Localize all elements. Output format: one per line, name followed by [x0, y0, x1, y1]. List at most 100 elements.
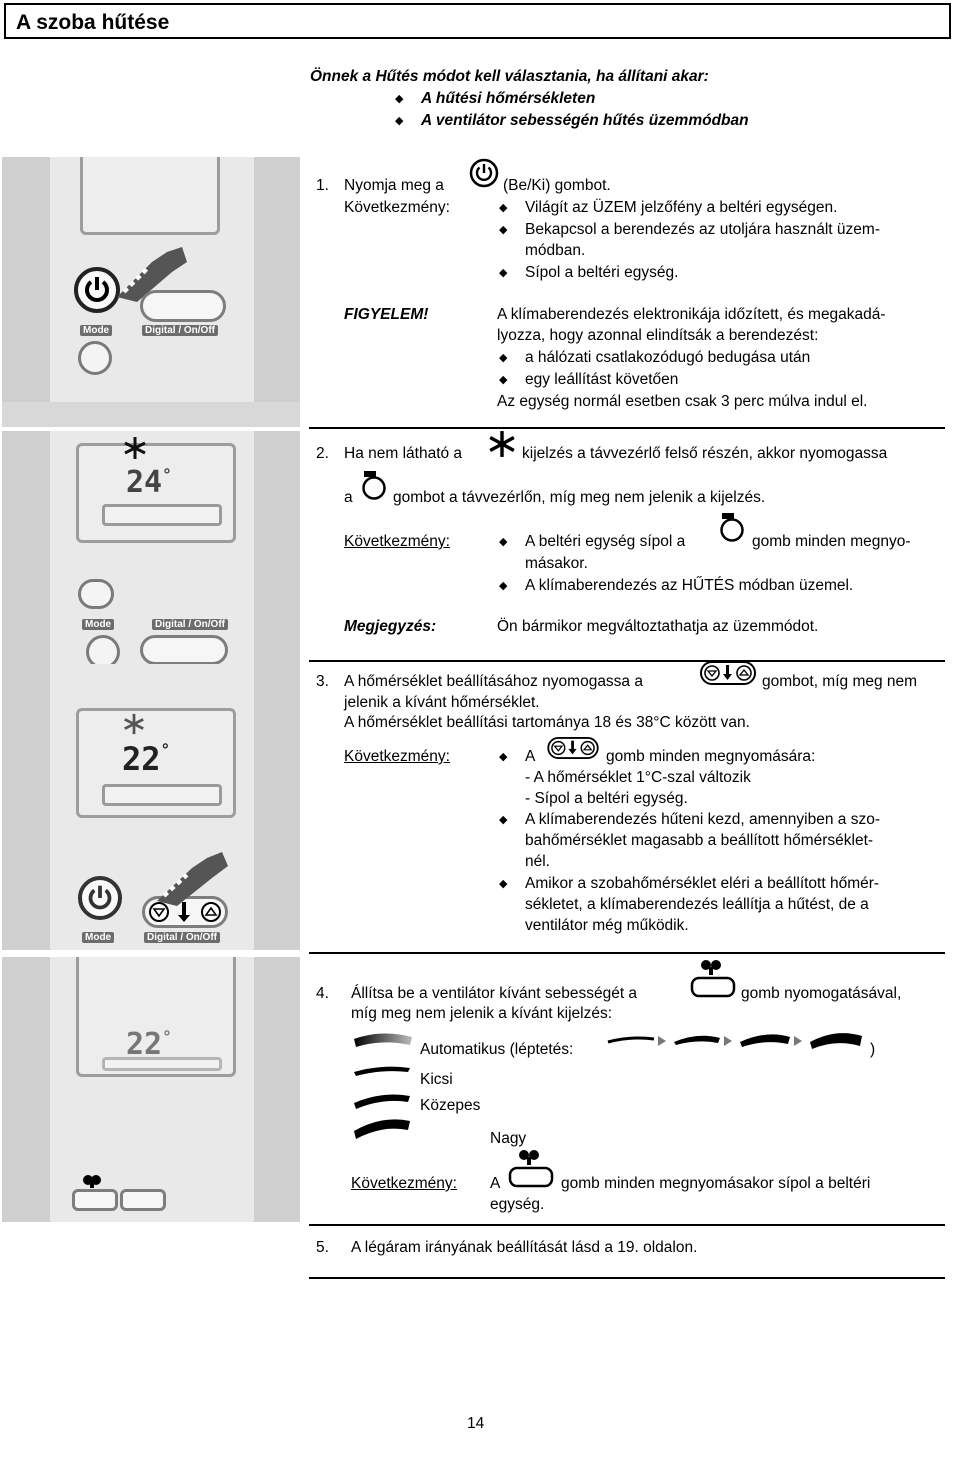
note-label: Megjegyzés: — [344, 618, 437, 635]
warning-footer: Az egység normál esetben csak 3 perc múl… — [497, 393, 868, 410]
digital-onoff-label-3: Digital / On/Off — [144, 932, 220, 943]
step4-line2: míg meg nem jelenik a kívánt kijelzés: — [351, 1005, 613, 1022]
warning-bullet-2: egy leállítást követően — [525, 371, 679, 388]
step2-result-2: A klímaberendezés az HŰTÉS módban üzemel… — [525, 577, 854, 594]
fan-speed-mid-icon — [354, 1094, 410, 1109]
remote-illustration-temperature: 22° Mode Digital / On/Off — [2, 664, 300, 950]
step2-number: 2. — [316, 445, 329, 462]
step1-result-2-cont: módban. — [525, 242, 586, 259]
step1-result-label: Következmény: — [344, 199, 450, 216]
intro-bullet-2: A ventilátor sebességén hűtés üzemmódban — [421, 112, 749, 129]
temperature-button-icon-2 — [547, 737, 599, 759]
step2-result-1-cont: másakor. — [525, 555, 588, 572]
step2-result-1-after: gomb minden megnyo- — [752, 533, 911, 550]
digital-onoff-label-2: Digital / On/Off — [152, 619, 228, 630]
step1-text-before: Nyomja meg a — [344, 177, 444, 194]
fan-auto-label: Automatikus (léptetés: — [420, 1041, 574, 1058]
snowflake-icon — [124, 437, 146, 459]
step3-r1-before: A — [525, 748, 536, 765]
step2-result-1-before: A beltéri egység sípol a — [525, 533, 686, 550]
power-button-illustration — [74, 267, 120, 313]
divider — [309, 1277, 945, 1279]
step3-r3-3: ventilátor még működik. — [525, 917, 689, 934]
step3-r1-sub-1: - A hőmérséklet 1°C-szal változik — [525, 769, 751, 786]
step1-text-after: (Be/Ki) gombot. — [503, 177, 611, 194]
step4-line1-after: gomb nyomogatásával, — [741, 985, 902, 1002]
fan-speed-high-icon — [354, 1119, 410, 1139]
step3-r2-1: A klímaberendezés hűteni kezd, amennyibe… — [525, 811, 880, 828]
step3-number: 3. — [316, 673, 329, 690]
warning-bullet-1: a hálózati csatlakozódugó bedugása után — [525, 349, 811, 366]
power-button-icon — [469, 158, 499, 188]
step3-line1-before: A hőmérséklet beállításához nyomogassa a — [344, 673, 643, 690]
power-icon — [85, 277, 109, 302]
divider — [309, 952, 945, 954]
pointer-hand-icon — [117, 247, 187, 302]
power-icon — [88, 885, 112, 910]
step2-line1-after: kijelzés a távvezérlő felső részén, akko… — [522, 445, 888, 462]
fan-high-label: Nagy — [490, 1130, 527, 1147]
mode-label: Mode — [80, 325, 113, 336]
step3-r1-sub-2: - Sípol a beltéri egység. — [525, 790, 688, 807]
warning-label: FIGYELEM! — [344, 306, 429, 323]
mode-button-icon — [362, 471, 386, 500]
display-temperature-22: 22° — [122, 740, 171, 778]
fan-button-icon-2 — [508, 1150, 554, 1188]
display-temperature: 24° — [126, 465, 172, 500]
step4-result-before: A — [490, 1175, 501, 1192]
temperature-button-icon — [700, 661, 756, 685]
divider — [309, 427, 945, 429]
step4-result-label: Következmény: — [351, 1175, 457, 1192]
step3-line3: A hőmérséklet beállítási tartománya 18 é… — [344, 714, 750, 731]
step5-number: 5. — [316, 1239, 329, 1256]
step1-result-3: Sípol a beltéri egység. — [525, 264, 679, 281]
step4-result-cont: egység. — [490, 1196, 545, 1213]
note-text: Ön bármikor megváltoztathatja az üzemmód… — [497, 618, 819, 635]
display-temperature-22-fan: 22° — [126, 1027, 172, 1062]
page-title: A szoba hűtése — [4, 3, 951, 39]
step3-r2-2: bahőmérséklet magasabb a beállított hőmé… — [525, 832, 874, 849]
fan-cycle-sequence-icon — [607, 1033, 862, 1049]
step1-number: 1. — [316, 177, 329, 194]
intro-bullet-1: A hűtési hőmérsékleten — [421, 90, 596, 107]
step4-number: 4. — [316, 985, 329, 1002]
step2-line1-before: Ha nem látható a — [344, 445, 463, 462]
intro-lead: Önnek a Hűtés módot kell választania, ha… — [310, 68, 709, 85]
step3-result-label: Következmény: — [344, 748, 450, 765]
step3-r1-after: gomb minden megnyomására: — [606, 748, 816, 765]
step3-r3-1: Amikor a szobahőmérséklet eléri a beállí… — [525, 875, 880, 892]
step3-line1-after: gombot, míg meg nem — [762, 673, 918, 690]
mode-label-3: Mode — [82, 932, 115, 943]
digital-onoff-label: Digital / On/Off — [142, 325, 218, 336]
step1-result-2: Bekapcsol a berendezés az utoljára haszn… — [525, 221, 880, 238]
mode-button-icon-2 — [720, 513, 744, 542]
temperature-up-down-icon — [149, 902, 221, 922]
remote-illustration-fan: 22° — [2, 957, 300, 1222]
step3-r2-3: nél. — [525, 853, 550, 870]
fan-auto-close: ) — [870, 1041, 876, 1058]
step2-line2-before: a — [344, 489, 353, 506]
pointer-hand-icon — [157, 852, 228, 906]
warning-line-1: A klímaberendezés elektronikája időzítet… — [497, 306, 886, 323]
mode-label-2: Mode — [82, 619, 115, 630]
step5-text: A légáram irányának beállítását lásd a 1… — [351, 1239, 698, 1256]
fan-speed-low-icon — [354, 1066, 410, 1076]
remote-illustration-power: Mode Digital / On/Off — [2, 157, 300, 427]
step1-result-1: Világít az ÜZEM jelzőfény a beltéri egys… — [525, 199, 838, 216]
step4-line1-before: Állítsa be a ventilátor kívánt sebességé… — [351, 985, 638, 1002]
snowflake-icon — [124, 713, 144, 735]
fan-button-icon — [690, 960, 736, 998]
step2-line2-after: gombot a távvezérlőn, míg meg nem jeleni… — [393, 489, 766, 506]
step2-result-label: Következmény: — [344, 533, 450, 550]
divider — [309, 660, 945, 662]
step3-r3-2: sékletet, a klímaberendezés leállítja a … — [525, 896, 869, 913]
fan-mid-label: Közepes — [420, 1097, 481, 1114]
snowflake-icon-inline — [489, 431, 515, 457]
step4-result-after: gomb minden megnyomásakor sípol a beltér… — [561, 1175, 871, 1192]
divider — [309, 1224, 945, 1226]
fan-speed-auto-icon — [354, 1033, 412, 1047]
page-number: 14 — [467, 1415, 485, 1432]
step3-line2: jelenik a kívánt hőmérséklet. — [344, 694, 540, 711]
remote-illustration-mode: 24° Mode Digital / On/Off — [2, 431, 300, 666]
fan-low-label: Kicsi — [420, 1071, 453, 1088]
